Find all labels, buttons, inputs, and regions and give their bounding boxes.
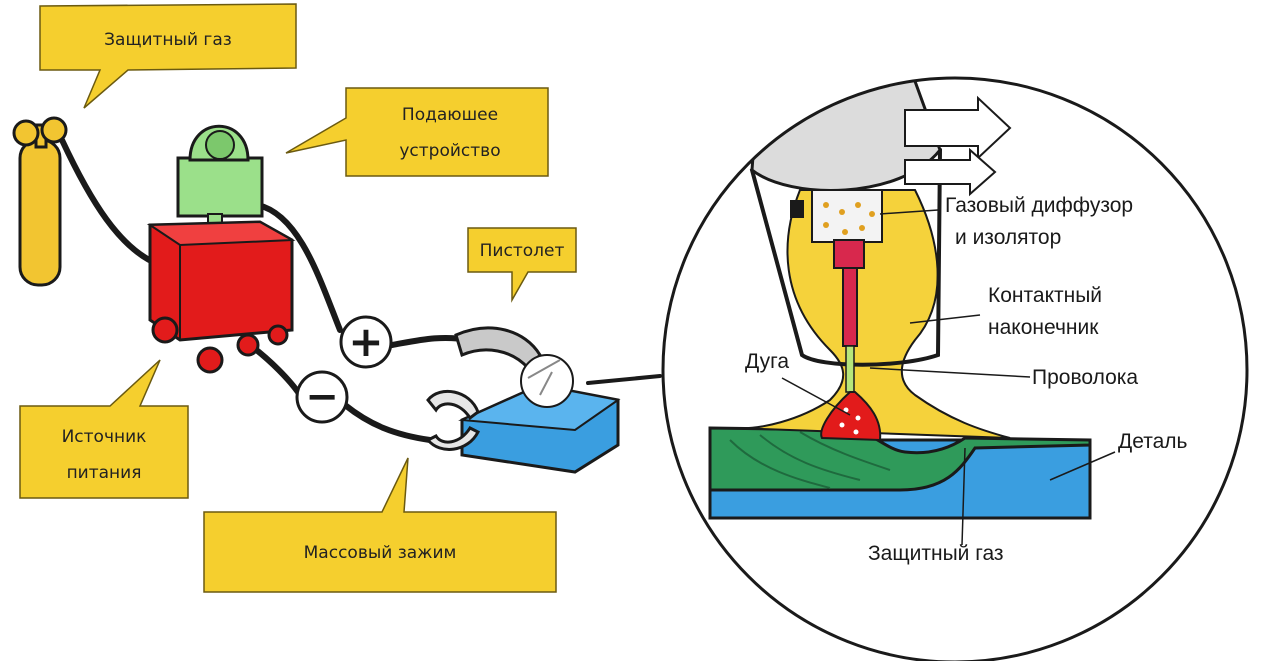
minus-cable-b: [345, 405, 430, 440]
label-workpiece: Деталь: [1118, 430, 1188, 453]
label-contact-tip-line1: Контактный: [988, 284, 1102, 307]
label-ground-clamp: Массовый зажим: [304, 543, 457, 563]
label-arc: Дуга: [745, 350, 789, 373]
regulator-gauge-left: [14, 121, 38, 145]
minus-sign: −: [305, 374, 339, 420]
label-detail-shielding-gas: Защитный газ: [868, 542, 1004, 565]
power-source: [150, 222, 292, 372]
detail-connector: [588, 376, 660, 383]
callout-power-source: Источник питания: [20, 360, 188, 498]
detail-wire: [846, 346, 854, 392]
callout-ground-clamp: Массовый зажим: [204, 458, 556, 592]
minus-terminal: −: [297, 372, 347, 422]
wheel: [238, 335, 258, 355]
detail-workpiece: [710, 428, 1090, 518]
wheel: [153, 318, 177, 342]
callout-gun: Пистолет: [468, 228, 576, 300]
label-shielding-gas: Защитный газ: [104, 30, 232, 50]
regulator-gauge-right: [42, 118, 66, 142]
label-gas-diffuser-line2: и изолятор: [955, 226, 1061, 249]
callout-wire-feeder: Подаюшее устройство: [286, 88, 548, 176]
label-gun: Пистолет: [480, 241, 565, 261]
label-gas-diffuser-line1: Газовый диффузор: [945, 194, 1133, 217]
minus-cable-a: [250, 345, 300, 395]
label-wire-feeder-line1: Подаюшее: [402, 105, 498, 125]
callout-shielding-gas: Защитный газ: [40, 4, 296, 108]
gas-cylinder: [14, 118, 66, 285]
label-contact-tip-line2: наконечник: [988, 316, 1099, 339]
label-power-source-line2: питания: [67, 463, 142, 483]
plus-sign: +: [348, 317, 383, 366]
label-wire-feeder-line2: устройство: [399, 141, 500, 161]
plus-terminal: +: [341, 317, 391, 367]
wheel: [198, 348, 222, 372]
wheel: [269, 326, 287, 344]
detail-view: Газовый диффузор и изолятор Контактный н…: [663, 40, 1247, 661]
gas-hose: [62, 140, 160, 265]
label-wire: Проволока: [1032, 366, 1138, 389]
label-power-source-line1: Источник: [62, 427, 147, 447]
wire-feeder: [178, 126, 262, 226]
